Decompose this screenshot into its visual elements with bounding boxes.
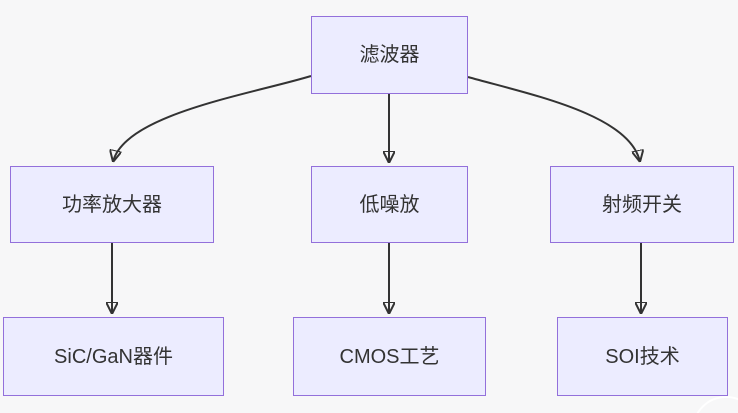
node-filter: 滤波器 (311, 16, 468, 94)
node-rf-switch: 射频开关 (550, 166, 734, 243)
watermark-circle (692, 396, 738, 413)
node-power-amplifier: 功率放大器 (10, 166, 214, 243)
edge-filter-to-power-amplifier (113, 75, 312, 162)
node-sic-gan-label: SiC/GaN器件 (54, 345, 173, 368)
edge-filter-to-rf-switch (467, 76, 640, 162)
node-lna-label: 低噪放 (359, 193, 420, 216)
node-cmos: CMOS工艺 (293, 317, 486, 396)
node-power-amplifier-label: 功率放大器 (62, 193, 162, 216)
node-cmos-label: CMOS工艺 (339, 345, 440, 368)
node-soi: SOI技术 (557, 317, 728, 396)
node-sic-gan: SiC/GaN器件 (3, 317, 224, 396)
node-lna: 低噪放 (311, 166, 468, 243)
node-rf-switch-label: 射频开关 (602, 193, 682, 216)
node-filter-label: 滤波器 (359, 44, 420, 66)
node-soi-label: SOI技术 (605, 345, 680, 368)
